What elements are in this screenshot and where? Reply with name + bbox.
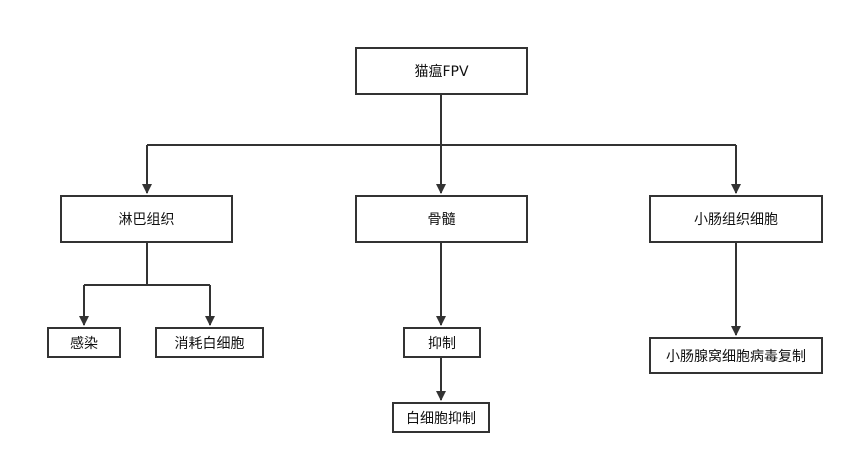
node-crypt-virus-replication: 小肠腺窝细胞病毒复制 — [649, 337, 823, 374]
node-suppression: 抑制 — [403, 327, 481, 358]
node-bone-marrow: 骨髓 — [355, 195, 528, 243]
node-lymph-tissue: 淋巴组织 — [60, 195, 233, 243]
root-node: 猫瘟FPV — [355, 47, 528, 95]
node-infection: 感染 — [47, 327, 121, 358]
node-wbc-consumption: 消耗白细胞 — [155, 327, 264, 358]
node-intestine-cells: 小肠组织细胞 — [649, 195, 823, 243]
node-wbc-suppression: 白细胞抑制 — [392, 402, 490, 433]
